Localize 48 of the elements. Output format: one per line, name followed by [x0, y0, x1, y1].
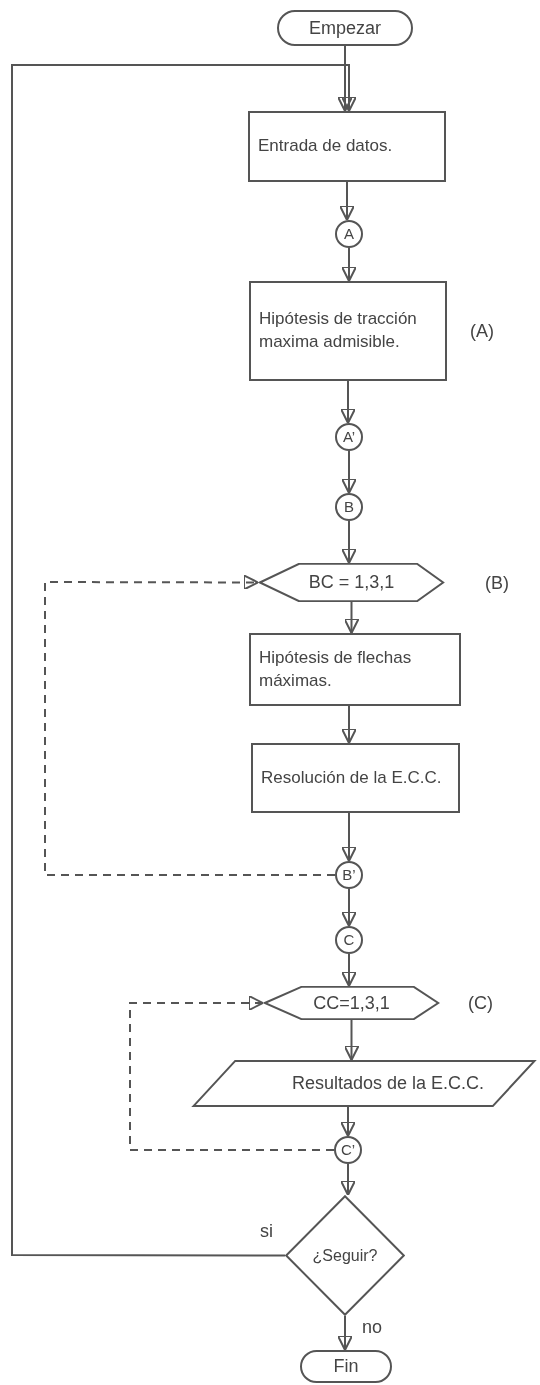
section-mark: (A)	[470, 320, 494, 343]
process-box	[249, 633, 461, 706]
section-mark: (B)	[485, 572, 509, 595]
node-text: Fin	[333, 1355, 359, 1378]
node-text: BC = 1,3,1	[308, 571, 395, 594]
flow-arrow	[340, 1106, 356, 1137]
node-text: Entrada de datos.	[258, 135, 393, 158]
flow-arrow	[337, 1315, 353, 1351]
section-mark: (C)	[468, 992, 493, 1015]
node-text: B	[344, 496, 354, 517]
flow-arrow	[340, 380, 356, 424]
node-text: Resolución de la E.C.C.	[261, 766, 442, 789]
node-text: Empezar	[309, 16, 381, 40]
flow-arrow	[343, 601, 360, 634]
flow-arrow	[11, 64, 357, 1257]
flow-arrow	[341, 450, 357, 494]
loop-hexagon	[263, 986, 440, 1020]
flow-arrow	[341, 705, 357, 744]
node-text: Hipótesis de tracción maxima admisible.	[259, 308, 418, 353]
flow-arrow	[341, 888, 357, 927]
process-box	[248, 111, 446, 182]
edge-label: si	[258, 1222, 275, 1240]
flow-arrow	[341, 520, 357, 564]
loop-hexagon	[258, 563, 445, 602]
node-text: A	[344, 223, 354, 244]
output-parallelogram	[190, 1060, 538, 1107]
node-text: Hipótesis de flechas máximas.	[259, 646, 413, 692]
node-text: B’	[342, 864, 356, 885]
dashed-loop-arrow	[129, 995, 335, 1151]
flow-arrow	[341, 247, 357, 282]
terminal-shape	[277, 10, 413, 46]
process-box	[251, 743, 460, 813]
process-box	[249, 281, 447, 381]
node-text: ¿Seguir?	[312, 1245, 378, 1266]
flow-arrow	[340, 1163, 356, 1196]
decision-diamond	[285, 1195, 405, 1316]
flow-arrow	[339, 181, 355, 221]
dashed-loop-arrow	[44, 574, 336, 876]
node-text: Resultados de la E.C.C.	[291, 1072, 485, 1095]
flow-arrow	[343, 1019, 360, 1061]
terminal-shape	[300, 1350, 392, 1383]
node-text: C	[343, 929, 355, 950]
flow-arrow	[341, 812, 357, 862]
flow-arrow	[337, 45, 353, 112]
node-text: C’	[340, 1139, 356, 1160]
flow-arrow	[341, 953, 357, 987]
node-text: A’	[342, 426, 356, 447]
node-text: CC=1,3,1	[313, 991, 390, 1015]
